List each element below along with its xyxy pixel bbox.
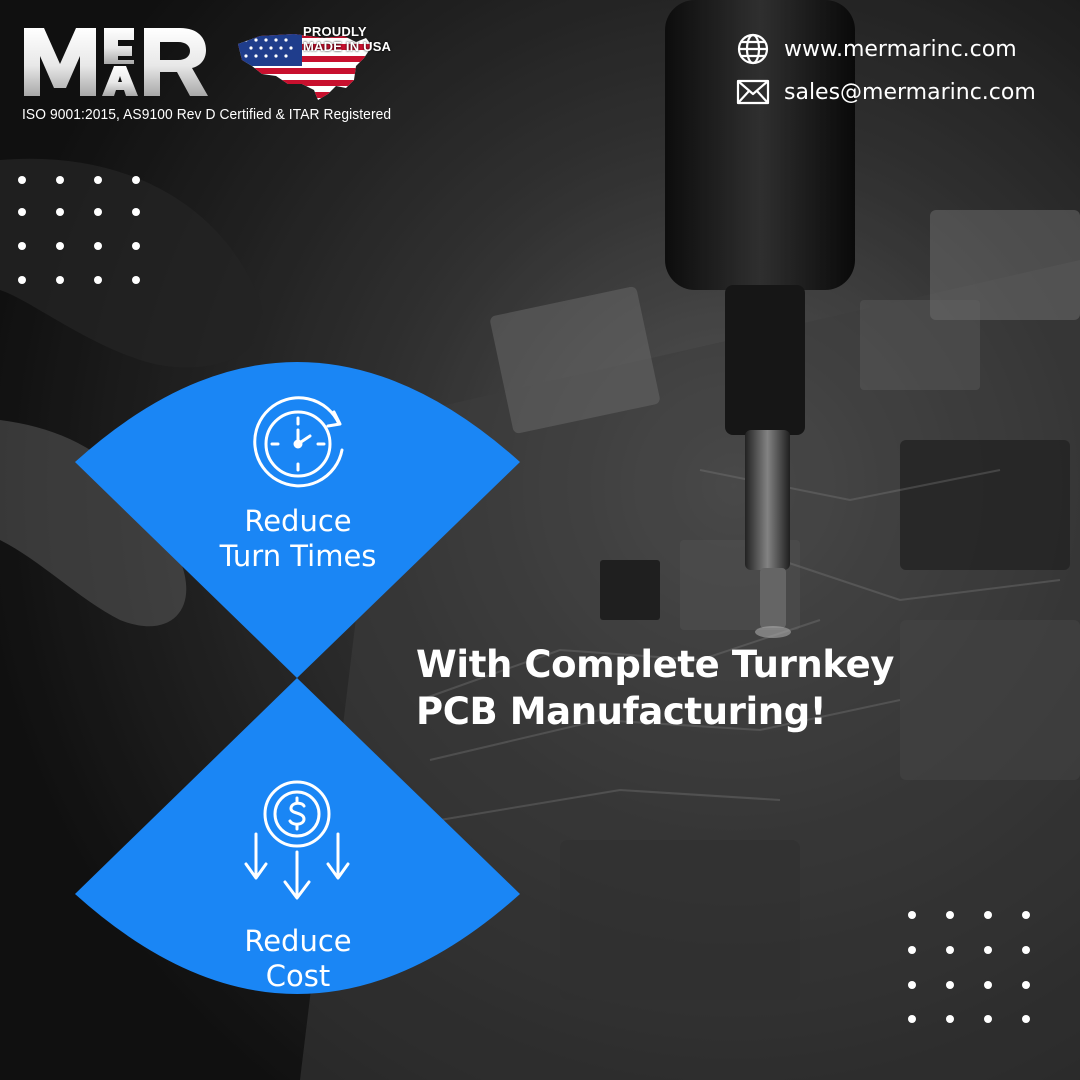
feature-label-turn-times: Reduce Turn Times: [178, 504, 418, 574]
feature-line1: Reduce: [244, 924, 352, 958]
headline-line1: With Complete Turnkey: [416, 643, 894, 686]
headline-line2: PCB Manufacturing!: [416, 690, 827, 733]
feature-line2: Cost: [265, 959, 331, 993]
feature-label-cost: Reduce Cost: [178, 924, 418, 994]
stopwatch-icon: [253, 396, 344, 488]
petal-turn-times: [75, 362, 520, 678]
badge-line1: PROUDLY: [303, 24, 367, 39]
company-logo: [24, 28, 208, 96]
globe-icon: [737, 33, 769, 65]
email-link[interactable]: sales@mermarinc.com: [784, 79, 1036, 105]
dot-grid-top-left: [18, 176, 140, 284]
envelope-icon: [736, 79, 770, 105]
headline: With Complete Turnkey PCB Manufacturing!: [416, 641, 894, 735]
dot-grid-bottom-right: [908, 911, 1030, 1023]
feature-line2: Turn Times: [219, 539, 377, 573]
certifications-text: ISO 9001:2015, AS9100 Rev D Certified & …: [22, 106, 392, 123]
usa-flag-map-icon: [238, 34, 372, 100]
badge-line2: MADE IN USA: [303, 39, 392, 54]
email-contact[interactable]: sales@mermarinc.com: [736, 79, 1036, 105]
dollar-coin-down-arrows-icon: [244, 780, 350, 900]
website-link[interactable]: www.mermarinc.com: [784, 36, 1017, 62]
made-in-usa-badge: PROUDLY MADE IN USA: [303, 24, 391, 54]
feature-line1: Reduce: [244, 504, 352, 538]
website-contact[interactable]: www.mermarinc.com: [736, 32, 1017, 66]
